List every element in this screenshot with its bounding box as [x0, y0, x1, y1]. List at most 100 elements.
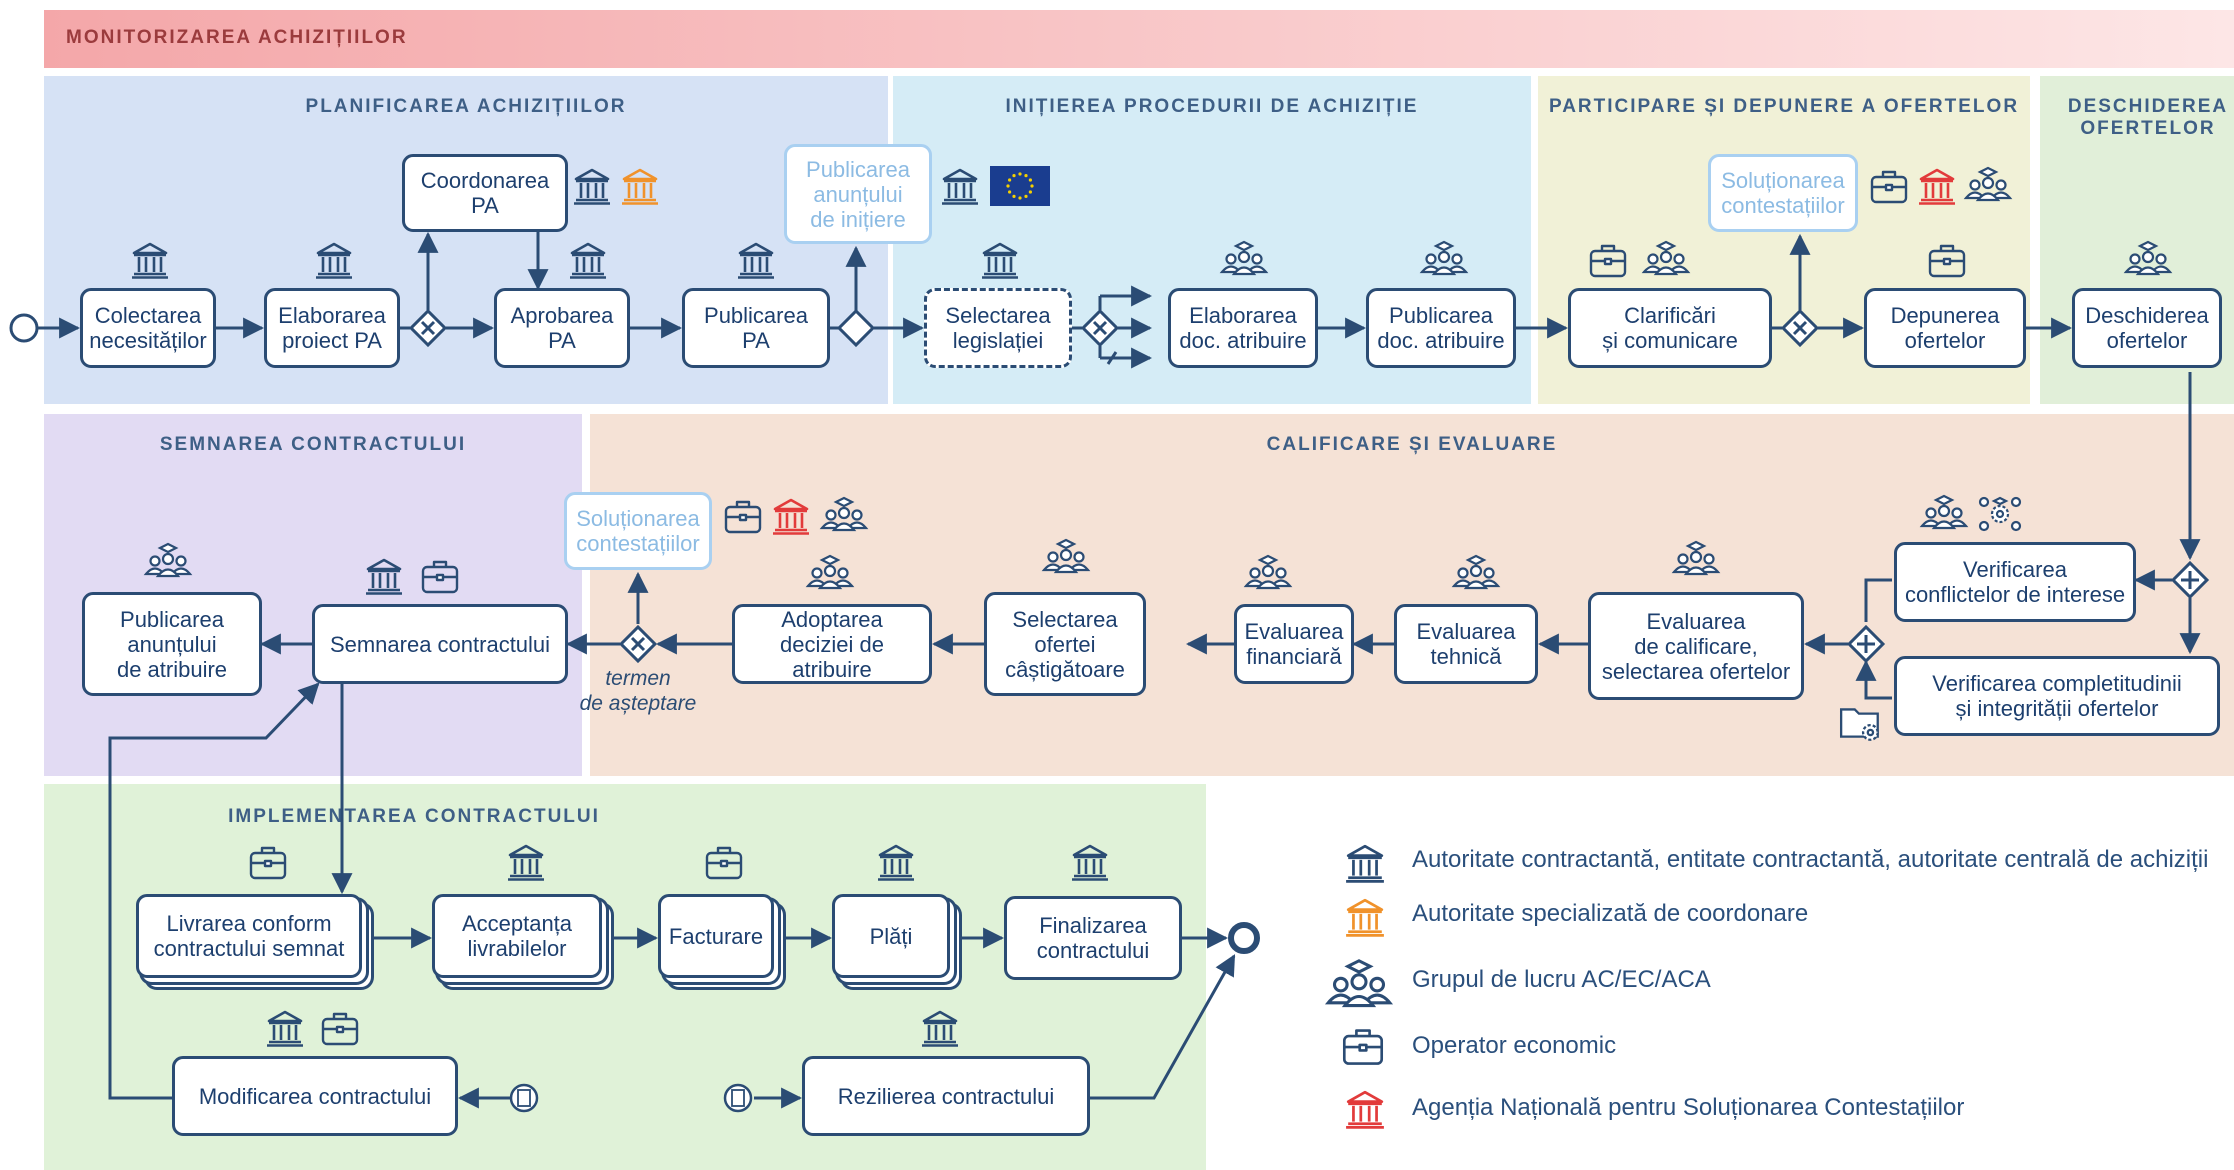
bank-icon: [620, 166, 660, 206]
bank-icon: [572, 166, 612, 206]
bank-icon: [736, 240, 776, 280]
bank-icon: [980, 240, 1020, 280]
task-plati[interactable]: Plăți: [832, 894, 950, 978]
flow-conflicte-gw6: [1864, 578, 1892, 622]
message-event-modificarea: [509, 1083, 539, 1113]
gateway-exclusive-7: [618, 624, 658, 664]
message-event-rezilierea: [723, 1083, 753, 1113]
gateway-parallel-5: [2170, 560, 2210, 600]
lane-title-deschiderea: DESCHIDEREA OFERTELOR: [2067, 96, 2229, 139]
task-livrarea[interactable]: Livrarea conform contractului semnat: [136, 894, 362, 978]
group-icon: [818, 496, 870, 536]
group-icon: [1450, 554, 1502, 594]
lane-title-initierea: INIȚIEREA PROCEDURII DE ACHIZIȚIE: [1005, 96, 1419, 117]
task-rezilierea[interactable]: Rezilierea contractului: [802, 1056, 1090, 1136]
cog-group-icon: [1974, 494, 2026, 534]
legend-label-grup: Grupul de lucru AC/EC/ACA: [1412, 966, 1711, 993]
briefcase-icon: [1868, 166, 1910, 206]
group-icon: [1918, 494, 1970, 534]
bank-icon: [364, 556, 404, 596]
task-verificarea-conflictelor[interactable]: Verificarea conflictelor de interese: [1894, 542, 2136, 622]
bank-icon: [1344, 1088, 1386, 1130]
folder-settings-icon: [1838, 700, 1884, 744]
flow-completitudine-gw6: [1855, 659, 1892, 700]
task-modificarea[interactable]: Modificarea contractului: [172, 1056, 458, 1136]
briefcase-icon: [1340, 1024, 1386, 1068]
legend-label-coordonare: Autoritate specializată de coordonare: [1412, 900, 1809, 927]
task-acceptanta[interactable]: Acceptanța livrabilelor: [432, 894, 602, 978]
lane-title-semnarea: SEMNAREA CONTRACTULUI: [159, 434, 467, 455]
task-colectarea[interactable]: Colectarea necesităților: [80, 288, 216, 368]
bank-icon: [130, 240, 170, 280]
bank-icon: [1344, 842, 1386, 884]
bank-icon: [568, 240, 608, 280]
eu-flag-icon: [990, 166, 1050, 206]
bank-icon: [770, 496, 812, 536]
flow-modificarea-semnarea: [108, 682, 320, 1100]
task-adoptarea-deciziei[interactable]: Adoptarea deciziei de atribuire: [732, 604, 932, 684]
gateway-exclusive-4: [1780, 308, 1820, 348]
lane-title-planificarea: PLANIFICAREA ACHIZIȚIILOR: [305, 96, 627, 117]
task-solutionarea-2[interactable]: Soluționarea contestațiilor: [564, 492, 712, 570]
task-elaborarea-doc[interactable]: Elaborarea doc. atribuire: [1168, 288, 1318, 368]
task-finalizarea[interactable]: Finalizarea contractului: [1004, 896, 1182, 980]
bank-icon: [940, 166, 980, 206]
group-icon: [804, 554, 856, 594]
group-icon: [1324, 958, 1394, 1014]
gateway-parallel-6: [1846, 624, 1886, 664]
bank-icon: [506, 842, 546, 882]
group-icon: [1242, 554, 1294, 594]
bank-icon: [876, 842, 916, 882]
task-publicarea-anuntului-atribuire[interactable]: Publicarea anunțului de atribuire: [82, 592, 262, 696]
task-publicarea-anuntului-initiere[interactable]: Publicarea anunțului de inițiere: [784, 144, 932, 244]
bank-icon: [1070, 842, 1110, 882]
briefcase-icon: [1926, 240, 1968, 280]
bank-icon: [264, 1008, 306, 1048]
gateway-exclusive-1: [408, 308, 448, 348]
task-clarificari[interactable]: Clarificări și comunicare: [1568, 288, 1772, 368]
lane-title-participare: PARTICIPARE ȘI DEPUNERE A OFERTELOR: [1548, 96, 2020, 117]
group-icon: [142, 542, 194, 582]
legend-label-ansc: Agenția Națională pentru Soluționarea Co…: [1412, 1094, 1965, 1121]
task-publicarea-doc[interactable]: Publicarea doc. atribuire: [1366, 288, 1516, 368]
group-icon: [1640, 240, 1692, 280]
group-icon: [1670, 540, 1722, 580]
briefcase-icon: [702, 842, 746, 882]
group-icon: [1218, 240, 1270, 280]
task-facturare[interactable]: Facturare: [658, 894, 774, 978]
briefcase-icon: [318, 1008, 362, 1048]
flow-rezilierea-end: [1090, 954, 1236, 1100]
briefcase-icon: [418, 556, 462, 596]
task-evaluarea-tehnica[interactable]: Evaluarea tehnică: [1394, 604, 1538, 684]
note-termen-asteptare: termen de așteptare: [579, 667, 697, 715]
task-deschiderea[interactable]: Deschiderea ofertelor: [2072, 288, 2222, 368]
task-semnarea-contractului[interactable]: Semnarea contractului: [312, 604, 568, 684]
task-selectarea-ofertei[interactable]: Selectarea ofertei câștigătoare: [984, 592, 1146, 696]
banner-monitorizarea: MONITORIZAREA ACHIZIȚIILOR: [44, 10, 2234, 68]
group-icon: [1962, 166, 2014, 206]
banner-title: MONITORIZAREA ACHIZIȚIILOR: [66, 27, 408, 48]
task-coordonarea-pa[interactable]: Coordonarea PA: [402, 154, 568, 232]
task-solutionarea-1[interactable]: Soluționarea contestațiilor: [1708, 154, 1858, 232]
task-publicarea-pa[interactable]: Publicarea PA: [682, 288, 830, 368]
bank-icon: [314, 240, 354, 280]
group-icon: [1418, 240, 1470, 280]
gateway-exclusive-3: [1080, 308, 1120, 348]
briefcase-icon: [722, 496, 764, 536]
task-selectarea-legislatiei[interactable]: Selectarea legislației: [924, 288, 1072, 368]
task-evaluarea-financiara[interactable]: Evaluarea financiară: [1234, 604, 1354, 684]
group-icon: [2122, 240, 2174, 280]
lane-title-implementarea: IMPLEMENTAREA CONTRACTULUI: [228, 806, 600, 827]
briefcase-icon: [1586, 240, 1630, 280]
group-icon: [1040, 538, 1092, 578]
task-evaluarea-calificare[interactable]: Evaluarea de calificare, selectarea ofer…: [1588, 592, 1804, 700]
task-depunerea[interactable]: Depunerea ofertelor: [1864, 288, 2026, 368]
task-aprobarea-pa[interactable]: Aprobarea PA: [494, 288, 630, 368]
task-verificarea-completitudinii[interactable]: Verificarea completitudinii și integrită…: [1894, 656, 2220, 736]
lane-title-calificare: CALIFICARE ȘI EVALUARE: [1266, 434, 1558, 455]
task-elaborarea-proiect[interactable]: Elaborarea proiect PA: [264, 288, 400, 368]
bank-icon: [1344, 896, 1386, 938]
briefcase-icon: [246, 842, 290, 882]
